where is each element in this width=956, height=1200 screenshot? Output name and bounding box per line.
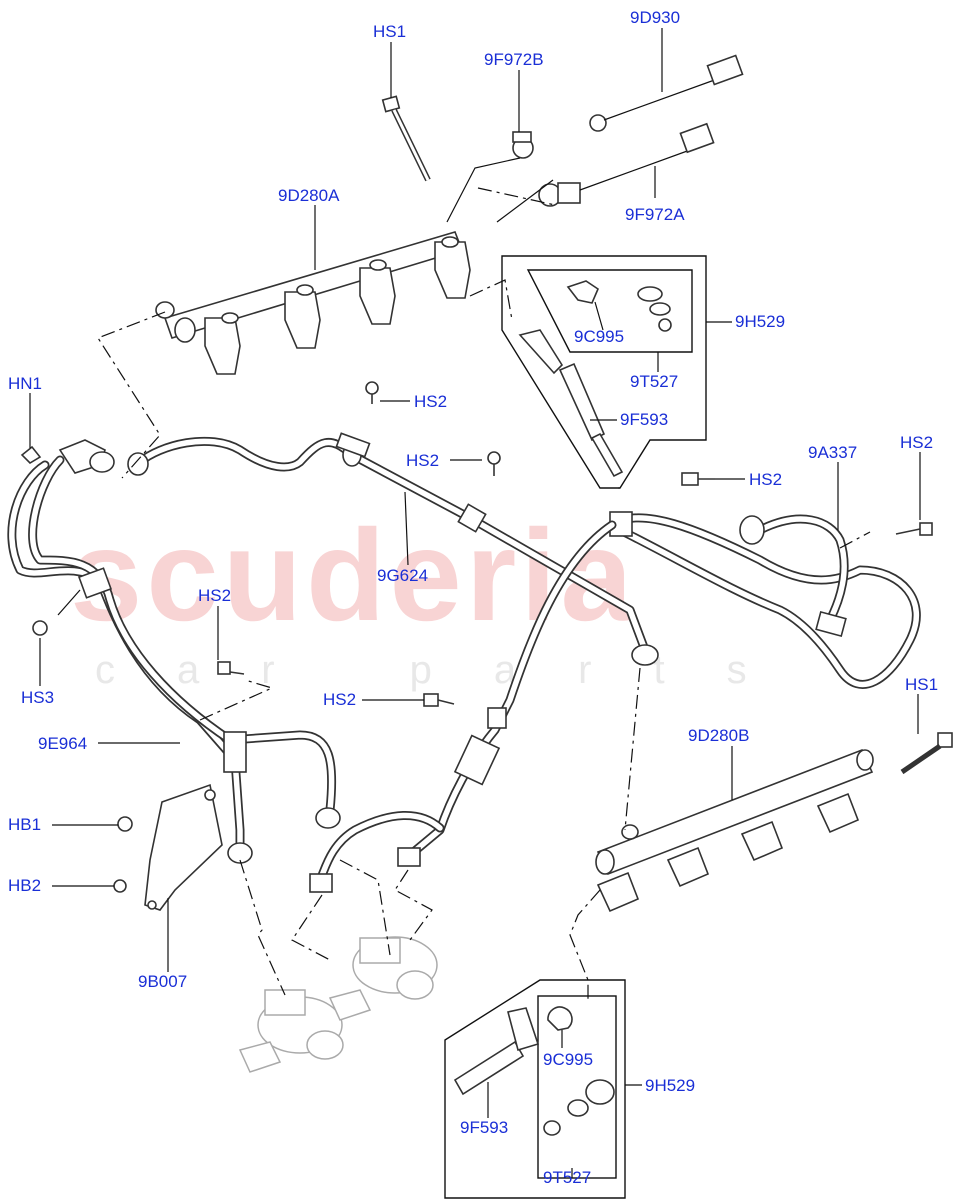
pressure-sensor-b xyxy=(512,131,534,159)
assembly-lines xyxy=(97,187,871,1000)
label-hs2-e: HS2 xyxy=(198,586,232,605)
label-9t527-top: 9T527 xyxy=(630,372,679,391)
pressure-sensor-a xyxy=(538,122,715,207)
fuel-pumps xyxy=(238,936,438,1073)
fuel-rail-lower xyxy=(595,748,874,913)
label-9f972b: 9F972B xyxy=(484,50,544,69)
label-9t527-bottom: 9T527 xyxy=(543,1168,592,1187)
label-hs2-c: HS2 xyxy=(749,470,783,489)
label-9d280b: 9D280B xyxy=(688,726,750,745)
fuel-pipe-upper xyxy=(135,432,659,666)
leader-lines xyxy=(29,28,921,1178)
label-9e964: 9E964 xyxy=(38,734,88,753)
label-9f972a: 9F972A xyxy=(625,205,685,224)
heat-shield xyxy=(144,783,223,911)
injector-kit-box-bottom xyxy=(444,979,626,1199)
label-hb1: HB1 xyxy=(8,815,42,834)
label-9c995-top: 9C995 xyxy=(574,327,625,346)
label-9d930: 9D930 xyxy=(630,8,681,27)
bolt-hs1-top xyxy=(381,95,431,182)
fuel-rail-upper xyxy=(155,231,471,375)
label-hs3: HS3 xyxy=(21,688,55,707)
label-hs2-d: HS2 xyxy=(900,433,934,452)
label-hs1-right: HS1 xyxy=(905,675,939,694)
label-hs2-b: HS2 xyxy=(406,451,440,470)
fasteners xyxy=(20,381,953,893)
label-9f593-top: 9F593 xyxy=(620,410,669,429)
label-9d280a: 9D280A xyxy=(278,186,340,205)
label-hn1: HN1 xyxy=(8,374,43,393)
label-9f593-bottom: 9F593 xyxy=(460,1118,509,1137)
label-9a337: 9A337 xyxy=(808,443,858,462)
fuel-tube-bundle-left xyxy=(7,439,341,864)
label-9h529-top: 9H529 xyxy=(735,312,786,331)
label-hs2-f: HS2 xyxy=(323,690,357,709)
label-9h529-bottom: 9H529 xyxy=(645,1076,696,1095)
label-9g624: 9G624 xyxy=(377,566,429,585)
harness-9d930 xyxy=(589,54,744,132)
label-9c995-bottom: 9C995 xyxy=(543,1050,594,1069)
fuel-feed-pipe xyxy=(309,520,617,893)
label-hs1-top: HS1 xyxy=(373,22,407,41)
label-hb2: HB2 xyxy=(8,876,42,895)
label-hs2-a: HS2 xyxy=(414,392,448,411)
injector-kit-box-top xyxy=(501,255,707,489)
label-9b007: 9B007 xyxy=(138,972,188,991)
